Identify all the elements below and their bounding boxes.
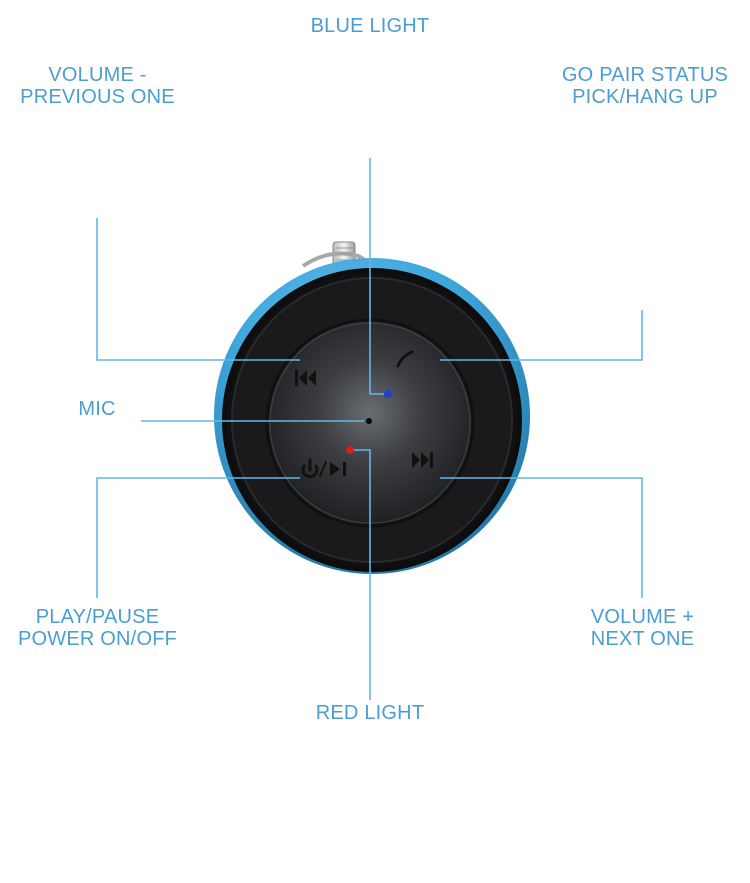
previous-track-icon[interactable]: [295, 370, 316, 386]
leader-volume-minus: [96, 218, 300, 361]
volume-plus-label: VOLUME + NEXT ONE: [590, 606, 695, 650]
leader-red-light: [352, 449, 371, 700]
red-led: [346, 446, 354, 454]
volume-minus-label: VOLUME - PREVIOUS ONE: [20, 64, 175, 108]
mic-hole: [366, 418, 372, 424]
leader-volume-plus: [440, 477, 643, 598]
red-light-label: RED LIGHT: [315, 702, 425, 724]
pair-status-label: GO PAIR STATUS PICK/HANG UP: [561, 64, 729, 108]
blue-light-label: BLUE LIGHT: [310, 15, 430, 37]
mic-label: MIC: [78, 398, 116, 420]
play-pause-label: PLAY/PAUSE POWER ON/OFF: [17, 606, 178, 650]
next-track-icon[interactable]: [412, 452, 433, 468]
speaker-body: [214, 258, 530, 574]
leader-pair-status: [440, 310, 643, 361]
leader-blue-light: [369, 158, 384, 395]
blue-led: [384, 390, 392, 398]
phone-handset-icon[interactable]: [396, 350, 414, 368]
power-play-pause-icon[interactable]: [301, 458, 346, 479]
leader-play-pause: [96, 477, 300, 598]
leader-lines: [96, 158, 643, 700]
